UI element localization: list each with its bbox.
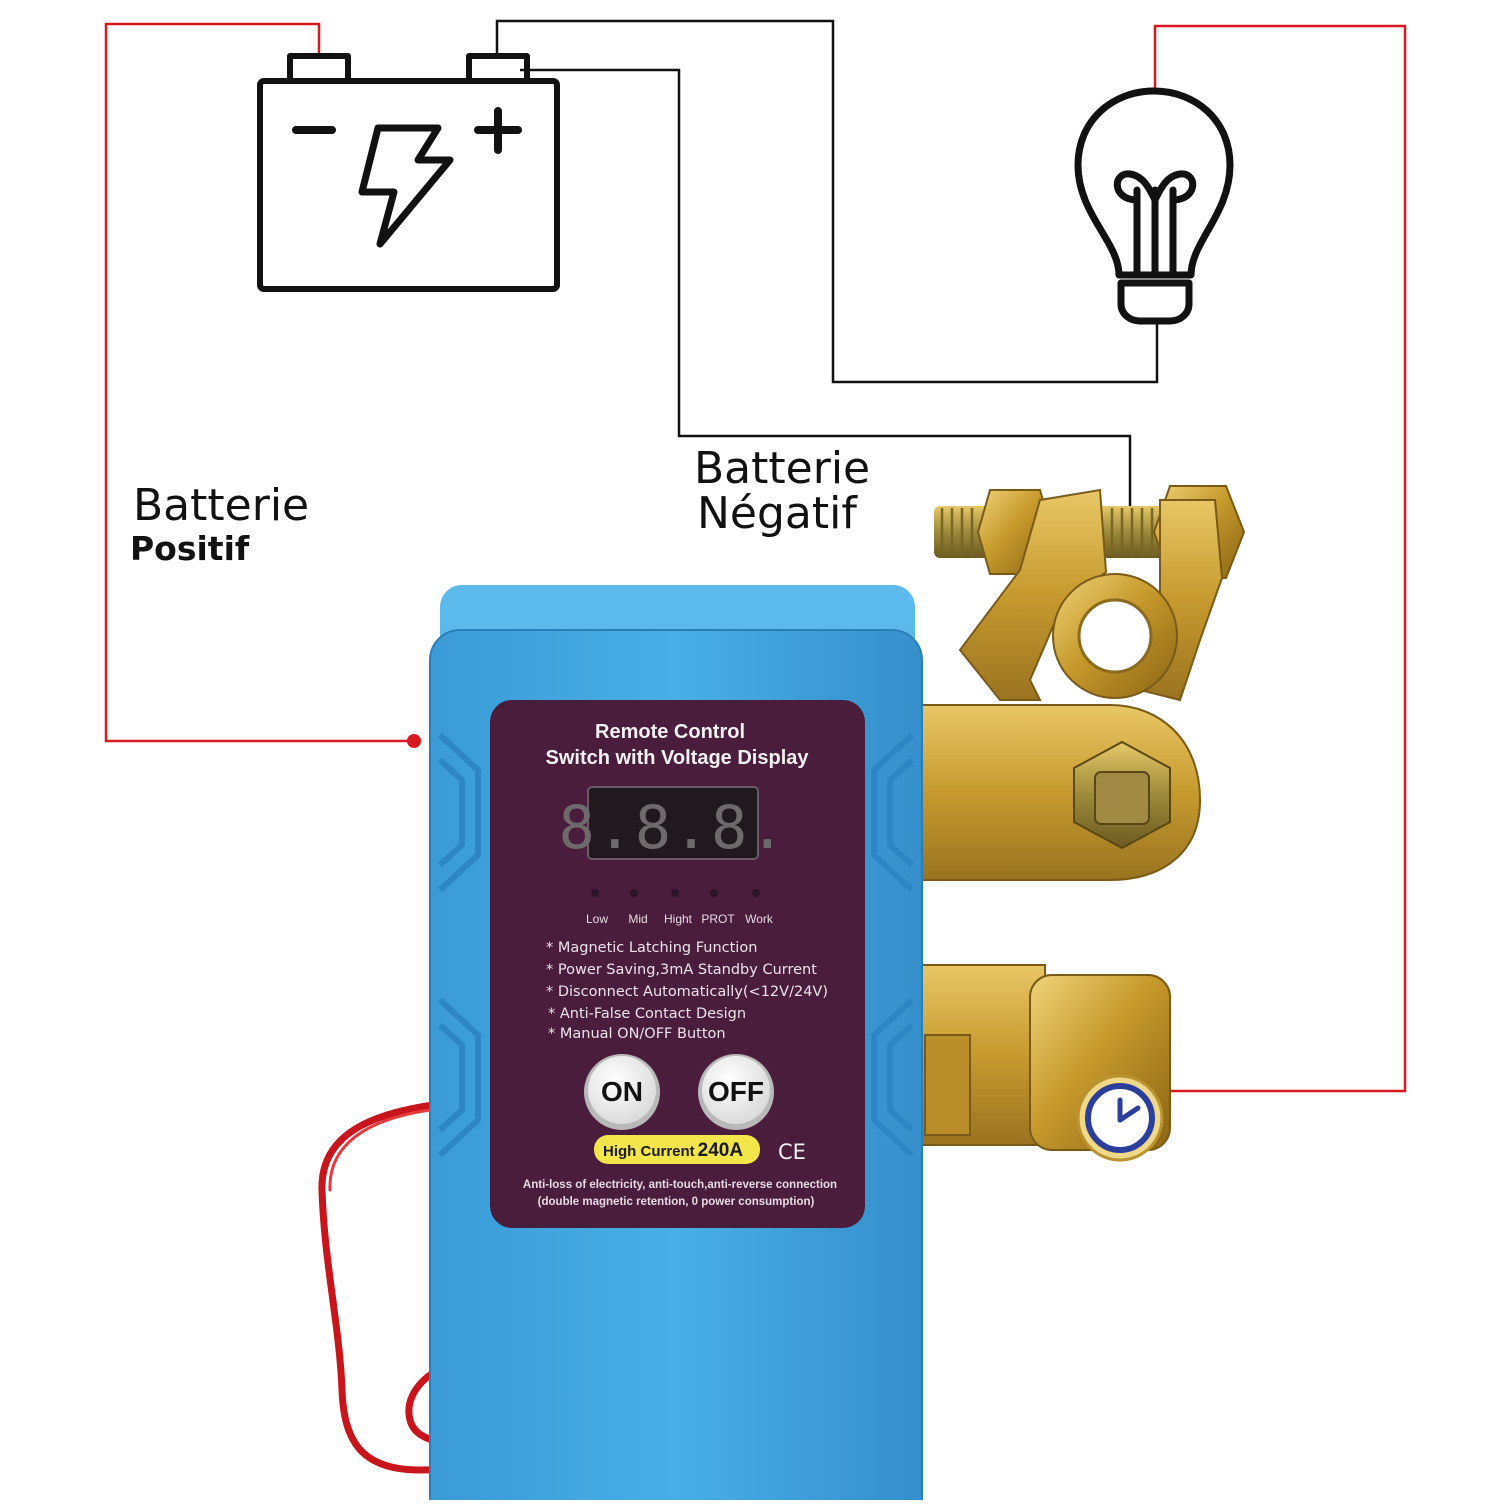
feature-1: * Magnetic Latching Function xyxy=(546,940,757,956)
high-current-badge xyxy=(594,1135,760,1164)
footer-line-2: (double magnetic retention, 0 power cons… xyxy=(538,1196,815,1208)
negative-label-line1: Batterie xyxy=(694,443,871,494)
feature-4: * Anti-False Contact Design xyxy=(548,1006,746,1022)
clamp-bracket xyxy=(899,704,1202,881)
feature-2: * Power Saving,3mA Standby Current xyxy=(546,962,817,978)
off-button-label: OFF xyxy=(708,1076,764,1107)
indicator-label-mid: Mid xyxy=(628,912,647,926)
positive-label-line1: Batterie xyxy=(133,480,310,531)
positive-label-line2: Positif xyxy=(130,529,250,568)
battery-icon xyxy=(257,53,560,292)
lower-terminal xyxy=(904,964,1171,1162)
indicator-leds xyxy=(591,889,760,897)
panel-title-line1: Remote Control xyxy=(595,721,745,743)
on-button-label: ON xyxy=(601,1076,643,1107)
feature-5: * Manual ON/OFF Button xyxy=(548,1026,726,1042)
positive-connection-dot xyxy=(407,734,421,748)
indicator-label-hight: Hight xyxy=(664,912,693,926)
footer-line-1: Anti-loss of electricity, anti-touch,ant… xyxy=(523,1179,837,1191)
indicator-label-prot: PROT xyxy=(701,912,735,926)
indicator-label-low: Low xyxy=(586,912,608,926)
negative-wire-to-bulb xyxy=(495,19,1159,384)
negative-wire-to-clamp xyxy=(520,68,1132,506)
light-bulb-icon xyxy=(1074,87,1234,325)
housing-left-grip xyxy=(437,732,481,1158)
battery-clamp xyxy=(934,485,1246,702)
load-wire xyxy=(1140,24,1407,1093)
voltage-display-digits: 8.8.8. xyxy=(559,793,788,863)
negative-label-line2: Négatif xyxy=(697,488,857,539)
ce-mark: CE xyxy=(778,1140,806,1164)
voltage-display xyxy=(587,786,759,860)
panel-title-line2: Switch with Voltage Display xyxy=(545,747,809,769)
feature-3: * Disconnect Automatically(<12V/24V) xyxy=(546,984,828,1000)
battery-plus-icon xyxy=(474,107,522,154)
off-button[interactable]: OFF xyxy=(698,1054,774,1130)
indicator-label-work: Work xyxy=(745,912,774,926)
positive-wire xyxy=(104,22,414,743)
on-button[interactable]: ON xyxy=(584,1054,660,1130)
housing-right-grip xyxy=(871,732,915,1158)
